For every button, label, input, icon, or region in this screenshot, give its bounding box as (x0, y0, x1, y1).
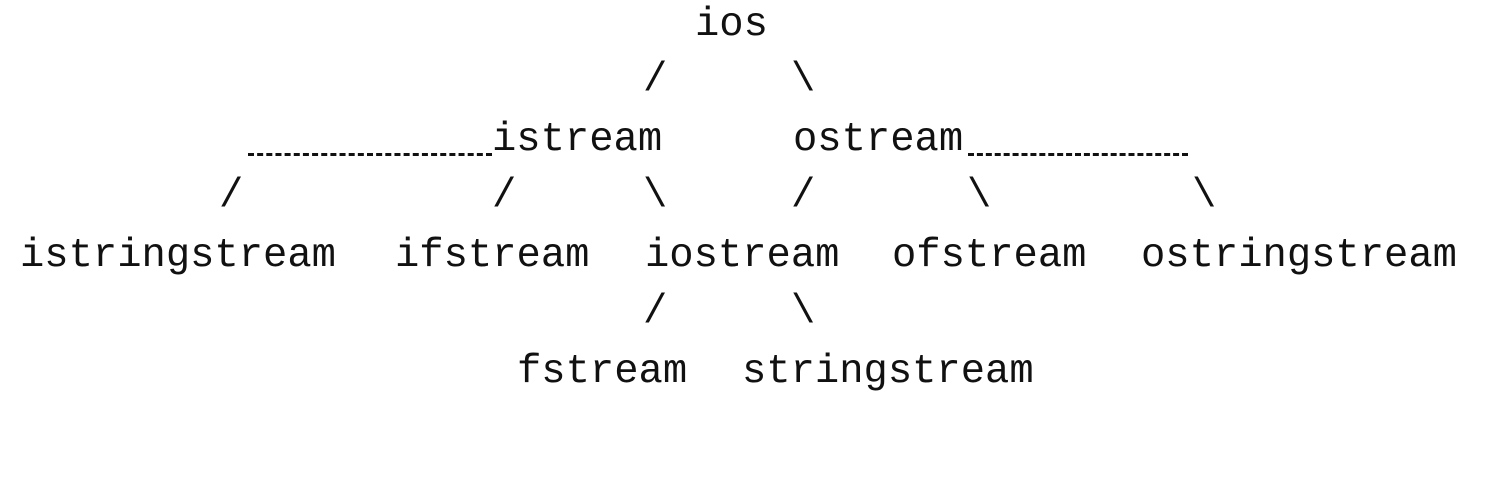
node-istream: istream (492, 117, 663, 163)
edge-ios-ostream: \ (791, 57, 816, 103)
connector-ostream-right (968, 153, 1188, 156)
connector-istream-left (248, 153, 492, 156)
edge-iostream-stringstream: \ (791, 289, 816, 335)
node-fstream: fstream (517, 349, 688, 395)
node-ostream: ostream (793, 117, 964, 163)
node-ifstream: ifstream (395, 233, 590, 279)
edge-iostream-fstream: / (643, 289, 668, 335)
node-ios: ios (695, 2, 768, 48)
edge-istream-ifstream: / (492, 173, 517, 219)
edge-istream-iostream: \ (643, 173, 668, 219)
edge-ios-istream: / (643, 57, 668, 103)
node-ostringstream: ostringstream (1141, 233, 1457, 279)
edge-ostream-ostringstream: \ (1192, 173, 1217, 219)
node-istringstream: istringstream (20, 233, 336, 279)
node-stringstream: stringstream (742, 349, 1034, 395)
node-ofstream: ofstream (892, 233, 1087, 279)
edge-ostream-iostream: / (791, 173, 816, 219)
edge-istream-istringstream: / (219, 173, 244, 219)
node-iostream: iostream (645, 233, 840, 279)
edge-ostream-ofstream: \ (967, 173, 992, 219)
